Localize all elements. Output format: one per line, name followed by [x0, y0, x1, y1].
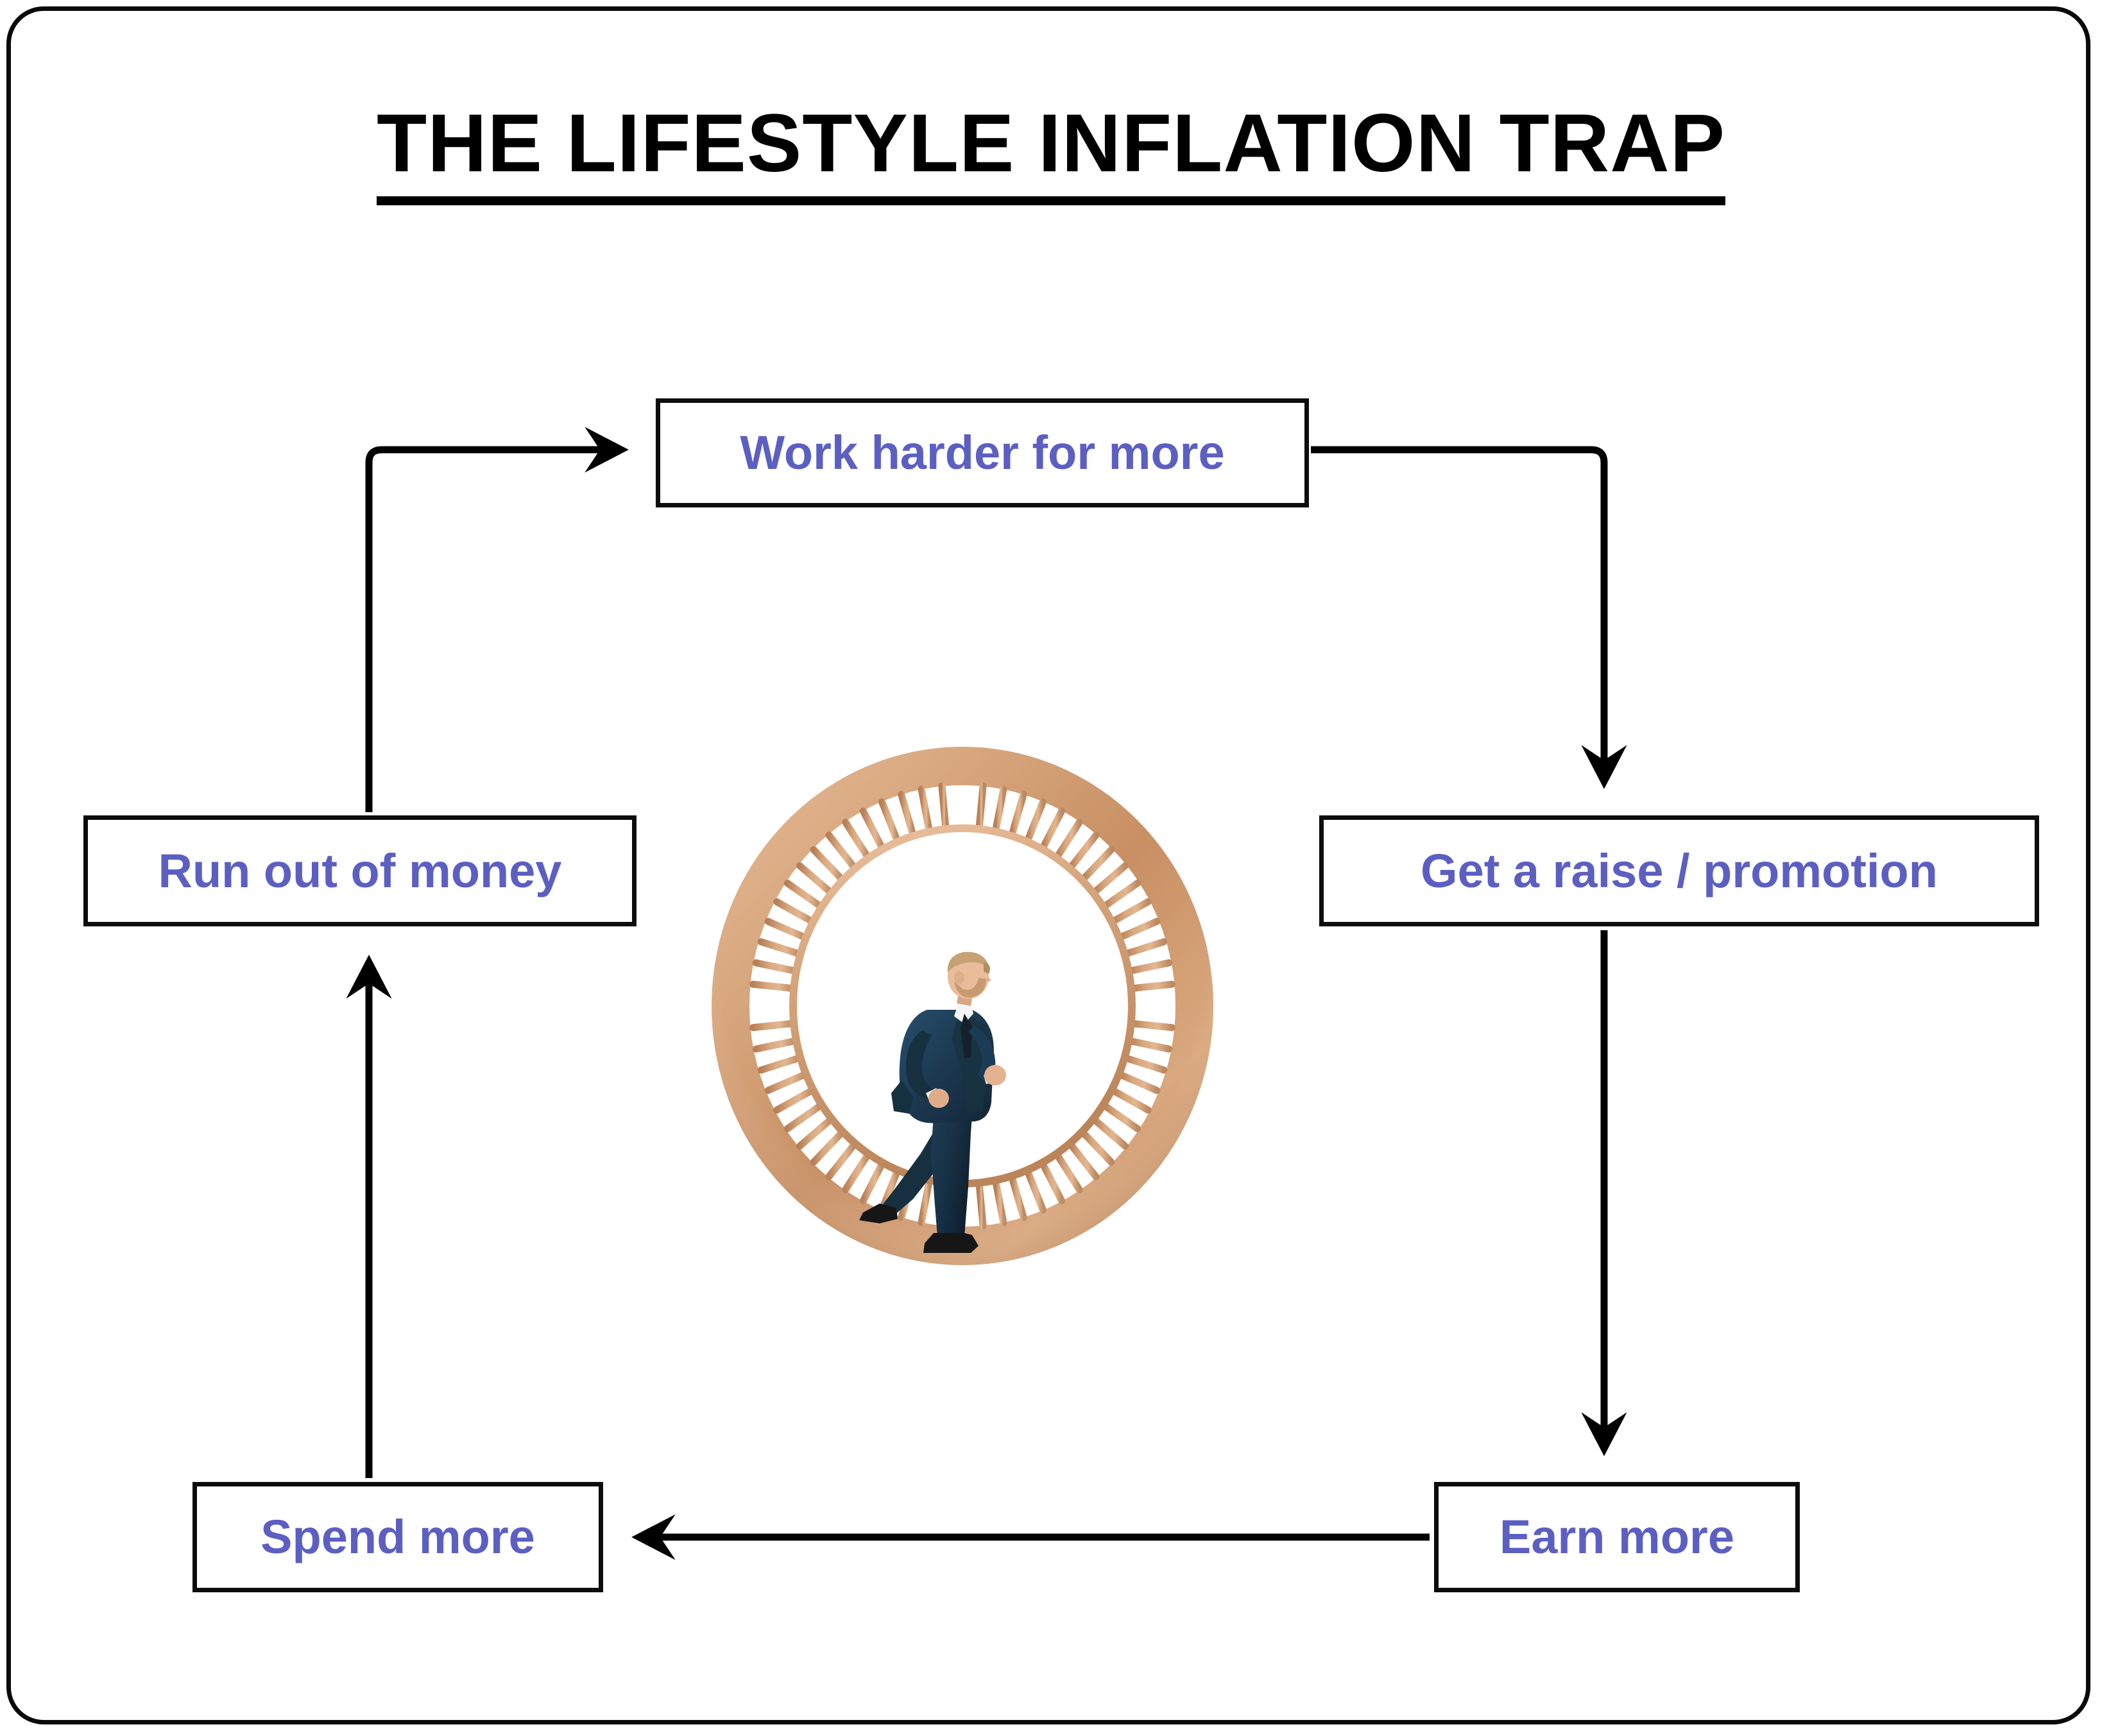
node-spend-more[interactable]: Spend more	[192, 1482, 603, 1592]
hamster-wheel-illustration	[712, 747, 1213, 1265]
running-businessman	[859, 951, 1006, 1253]
node-earn-more[interactable]: Earn more	[1434, 1482, 1800, 1592]
node-spend-more-label: Spend more	[261, 1510, 535, 1563]
node-get-a-raise-promotion[interactable]: Get a raise / promotion	[1319, 815, 2039, 926]
node-work-harder-for-more[interactable]: Work harder for more	[656, 398, 1309, 507]
node-run-out-of-money-label: Run out of money	[158, 844, 562, 898]
arrow-work-to-raise	[1311, 446, 1627, 789]
node-earn-more-label: Earn more	[1499, 1510, 1735, 1563]
page-title: THE LIFESTYLE INFLATION TRAP	[377, 103, 1725, 205]
outer-frame	[6, 6, 2090, 1724]
node-run-out-of-money[interactable]: Run out of money	[83, 815, 637, 926]
node-work-harder-label: Work harder for more	[740, 426, 1225, 479]
page-title-wrapper: THE LIFESTYLE INFLATION TRAP	[0, 103, 2102, 205]
node-get-a-raise-label: Get a raise / promotion	[1421, 844, 1938, 898]
arrow-run-to-work	[365, 427, 629, 812]
